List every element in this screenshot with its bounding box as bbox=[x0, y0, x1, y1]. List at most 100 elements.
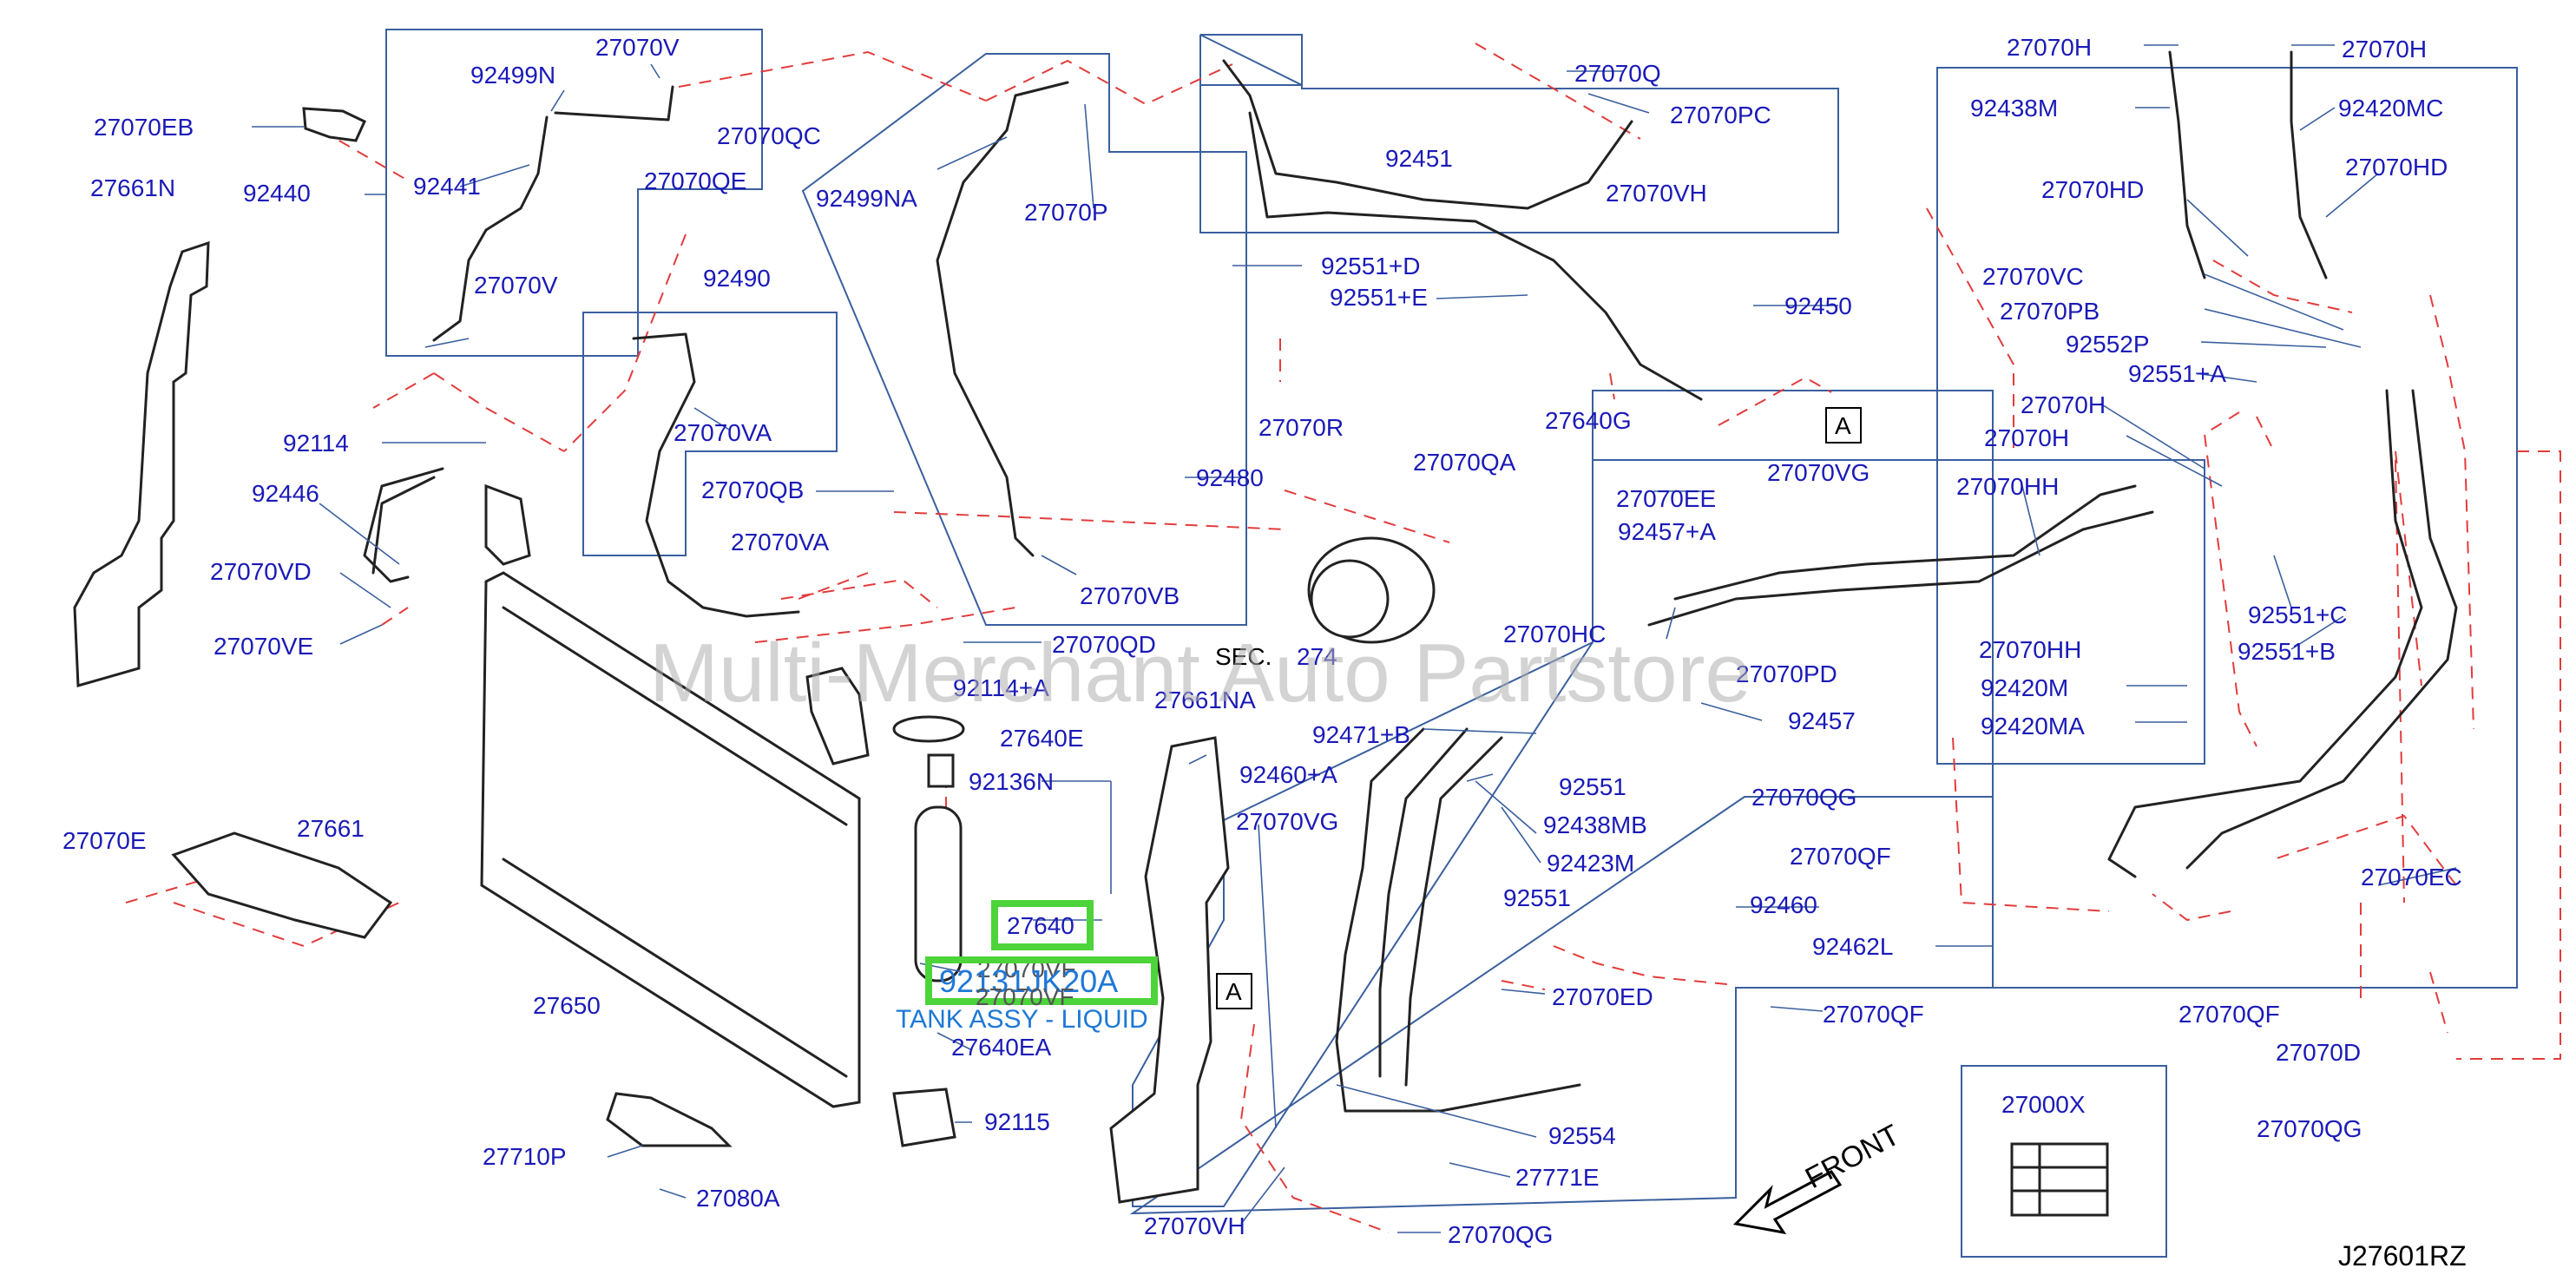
label-27070q[interactable]: 27070Q bbox=[1574, 60, 1661, 87]
label-27070eb[interactable]: 27070EB bbox=[94, 114, 194, 141]
label-27070hd-1[interactable]: 27070HD bbox=[2041, 176, 2144, 203]
label-92462l[interactable]: 92462L bbox=[1812, 933, 1893, 960]
label-92457[interactable]: 92457 bbox=[1788, 707, 1856, 734]
label-92499na[interactable]: 92499NA bbox=[816, 185, 917, 212]
label-27710p[interactable]: 27710P bbox=[483, 1143, 567, 1170]
label-92441[interactable]: 92441 bbox=[413, 173, 481, 200]
label-92551-1[interactable]: 92551 bbox=[1559, 773, 1626, 800]
label-92136n[interactable]: 92136N bbox=[969, 768, 1054, 795]
label-27070vf-2[interactable]: 27070VF bbox=[976, 983, 1074, 1010]
label-92114a[interactable]: 92114+A bbox=[953, 674, 1049, 701]
label-92551b[interactable]: 92551+B bbox=[2238, 638, 2336, 665]
label-27771e[interactable]: 27771E bbox=[1515, 1164, 1600, 1191]
label-92480[interactable]: 92480 bbox=[1196, 464, 1264, 491]
label-27070qc[interactable]: 27070QC bbox=[717, 122, 821, 149]
label-27070qg-3[interactable]: 27070QG bbox=[1448, 1221, 1553, 1248]
label-27070pc[interactable]: 27070PC bbox=[1670, 102, 1771, 128]
label-27070va-b[interactable]: 27070VA bbox=[731, 529, 829, 555]
label-27070e[interactable]: 27070E bbox=[62, 827, 147, 854]
label-92451[interactable]: 92451 bbox=[1385, 145, 1453, 172]
label-27070v-low[interactable]: 27070V bbox=[474, 272, 558, 299]
label-27070qe[interactable]: 27070QE bbox=[644, 168, 746, 194]
label-92450[interactable]: 92450 bbox=[1784, 292, 1852, 319]
label-92471b[interactable]: 92471+B bbox=[1312, 721, 1410, 748]
label-sec[interactable]: SEC. bbox=[1215, 643, 1272, 670]
label-27070qg-1[interactable]: 27070QG bbox=[1751, 784, 1856, 811]
label-27070ed[interactable]: 27070ED bbox=[1552, 983, 1653, 1010]
label-27640[interactable]: 27640 bbox=[1007, 912, 1074, 939]
highlight-part-box bbox=[925, 956, 1158, 1005]
label-a-top[interactable]: A bbox=[1835, 412, 1851, 439]
label-27070pb[interactable]: 27070PB bbox=[2000, 298, 2100, 325]
label-92420m[interactable]: 92420M bbox=[1981, 674, 2068, 701]
label-92499n[interactable]: 92499N bbox=[470, 62, 555, 89]
label-92423m[interactable]: 92423M bbox=[1547, 850, 1634, 877]
label-27000x[interactable]: 27000X bbox=[2001, 1091, 2086, 1118]
label-27070qb[interactable]: 27070QB bbox=[701, 476, 804, 503]
label-92552p[interactable]: 92552P bbox=[2066, 331, 2150, 358]
label-27070d[interactable]: 27070D bbox=[2276, 1039, 2361, 1066]
label-27070hc[interactable]: 27070HC bbox=[1503, 621, 1606, 647]
label-92551d[interactable]: 92551+D bbox=[1321, 253, 1420, 279]
label-27070hh-2[interactable]: 27070HH bbox=[1979, 636, 2081, 663]
label-27070ee[interactable]: 27070EE bbox=[1616, 485, 1716, 512]
highlight-part-number[interactable]: 92131JK20A bbox=[939, 963, 1118, 999]
label-92457a[interactable]: 92457+A bbox=[1618, 518, 1716, 545]
label-27650[interactable]: 27650 bbox=[533, 992, 601, 1019]
label-92115[interactable]: 92115 bbox=[984, 1108, 1050, 1135]
label-27070qf-1[interactable]: 27070QF bbox=[1790, 843, 1891, 870]
label-27070qd[interactable]: 27070QD bbox=[1052, 631, 1156, 658]
label-27070vg-2[interactable]: 27070VG bbox=[1236, 808, 1338, 835]
label-92460[interactable]: 92460 bbox=[1750, 891, 1817, 918]
label-92551c[interactable]: 92551+C bbox=[2248, 601, 2347, 628]
label-27070pd[interactable]: 27070PD bbox=[1736, 660, 1837, 687]
label-92551e[interactable]: 92551+E bbox=[1330, 284, 1428, 311]
label-27070vh-top[interactable]: 27070VH bbox=[1606, 180, 1707, 207]
label-27080a[interactable]: 27080A bbox=[696, 1185, 780, 1212]
label-92446[interactable]: 92446 bbox=[252, 480, 319, 507]
label-27070qa[interactable]: 27070QA bbox=[1413, 449, 1516, 476]
label-27661na[interactable]: 27661NA bbox=[1154, 687, 1256, 713]
label-27070r[interactable]: 27070R bbox=[1258, 414, 1344, 441]
label-27070hd-2[interactable]: 27070HD bbox=[2345, 154, 2448, 181]
diagram-code: J27601RZ bbox=[2338, 1240, 2467, 1272]
label-27070h-4[interactable]: 27070H bbox=[1984, 424, 2069, 451]
label-27070vb[interactable]: 27070VB bbox=[1080, 582, 1180, 609]
label-27070h-1[interactable]: 27070H bbox=[2007, 34, 2092, 61]
label-92438mb[interactable]: 92438MB bbox=[1543, 812, 1647, 838]
label-274[interactable]: 274 bbox=[1297, 643, 1337, 670]
label-27070p[interactable]: 27070P bbox=[1024, 199, 1108, 226]
label-92420mc[interactable]: 92420MC bbox=[2338, 95, 2443, 122]
label-27640ea[interactable]: 27640EA bbox=[951, 1034, 1052, 1061]
label-27640e[interactable]: 27640E bbox=[1000, 725, 1084, 752]
label-27070v-top[interactable]: 27070V bbox=[595, 34, 680, 61]
label-27661n[interactable]: 27661N bbox=[90, 174, 175, 201]
label-27070hh-1[interactable]: 27070HH bbox=[1956, 473, 2059, 500]
label-92554[interactable]: 92554 bbox=[1548, 1122, 1616, 1149]
label-27640g[interactable]: 27640G bbox=[1545, 407, 1632, 434]
label-92438m[interactable]: 92438M bbox=[1970, 95, 2058, 122]
label-27070ec[interactable]: 27070EC bbox=[2361, 864, 2462, 890]
label-92114[interactable]: 92114 bbox=[283, 430, 349, 457]
label-92490[interactable]: 92490 bbox=[703, 265, 771, 292]
label-92551-2[interactable]: 92551 bbox=[1503, 884, 1571, 911]
label-a-mid[interactable]: A bbox=[1226, 978, 1242, 1005]
label-27070h-3[interactable]: 27070H bbox=[2021, 391, 2106, 418]
label-27661[interactable]: 27661 bbox=[297, 815, 365, 842]
label-92420ma[interactable]: 92420MA bbox=[1981, 713, 2085, 739]
label-27070ve[interactable]: 27070VE bbox=[214, 633, 313, 660]
label-27070vd[interactable]: 27070VD bbox=[210, 558, 312, 585]
label-27070vg-1[interactable]: 27070VG bbox=[1767, 459, 1870, 486]
label-27070vc[interactable]: 27070VC bbox=[1982, 263, 2084, 290]
label-92460a[interactable]: 92460+A bbox=[1239, 761, 1337, 788]
highlight-27640-box bbox=[991, 900, 1094, 950]
label-92440[interactable]: 92440 bbox=[243, 180, 311, 207]
label-27070h-2[interactable]: 27070H bbox=[2342, 36, 2427, 62]
label-27070va-a[interactable]: 27070VA bbox=[674, 419, 772, 446]
label-27070qg-2[interactable]: 27070QG bbox=[2257, 1115, 2362, 1142]
label-92551a[interactable]: 92551+A bbox=[2128, 360, 2226, 387]
label-27070vh-bot[interactable]: 27070VH bbox=[1144, 1212, 1245, 1239]
shield-27661n-part bbox=[73, 240, 210, 687]
label-27070qf-2[interactable]: 27070QF bbox=[1823, 1001, 1924, 1028]
label-27070qf-3[interactable]: 27070QF bbox=[2178, 1001, 2280, 1028]
